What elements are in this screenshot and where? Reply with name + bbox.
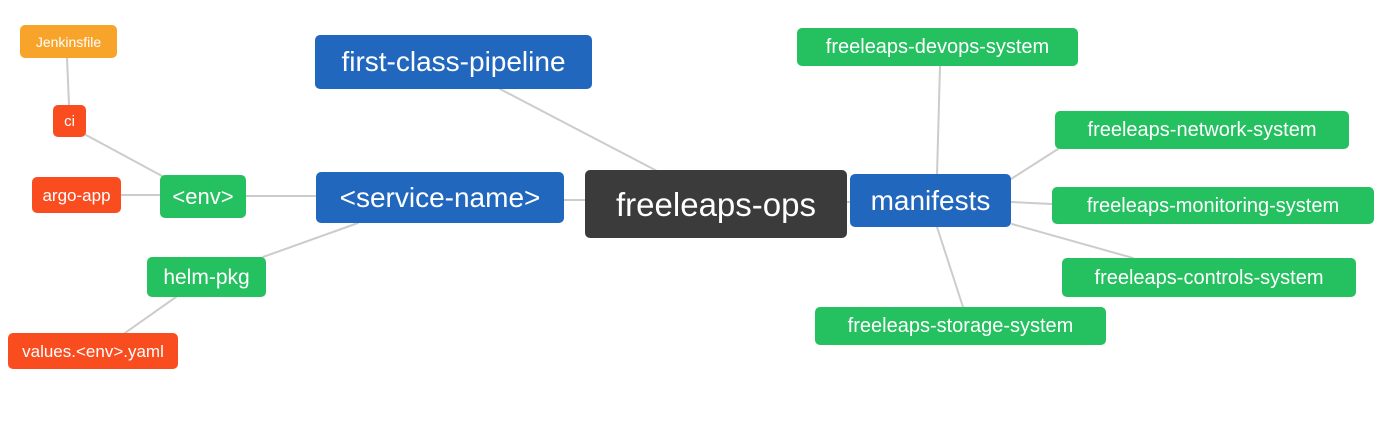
edge-helm-pkg-values-yaml — [124, 296, 177, 334]
edge-manifests-network — [1010, 148, 1059, 180]
node-helm-pkg[interactable]: helm-pkg — [147, 257, 266, 297]
node-argo-app[interactable]: argo-app — [32, 177, 121, 213]
edge-manifests-monitoring — [1010, 201, 1053, 205]
edge-manifests-devops — [936, 65, 941, 176]
node-service-name[interactable]: <service-name> — [316, 172, 564, 223]
node-freeleaps-storage-system[interactable]: freeleaps-storage-system — [815, 307, 1106, 345]
edge-manifests-controls — [1011, 223, 1134, 259]
node-root-freeleaps-ops[interactable]: freeleaps-ops — [585, 170, 847, 238]
edge-service-name-helm-pkg — [262, 222, 359, 258]
node-first-class-pipeline[interactable]: first-class-pipeline — [315, 35, 592, 89]
node-ci[interactable]: ci — [53, 105, 86, 137]
edge-ci-env — [85, 134, 163, 177]
node-jenkinsfile[interactable]: Jenkinsfile — [20, 25, 117, 58]
edge-manifests-storage — [936, 226, 964, 308]
node-manifests[interactable]: manifests — [850, 174, 1011, 227]
node-freeleaps-devops-system[interactable]: freeleaps-devops-system — [797, 28, 1078, 66]
node-freeleaps-network-system[interactable]: freeleaps-network-system — [1055, 111, 1349, 149]
node-freeleaps-monitoring-system[interactable]: freeleaps-monitoring-system — [1052, 187, 1374, 224]
edge-pipeline-root — [499, 88, 658, 172]
node-values-env-yaml[interactable]: values.<env>.yaml — [8, 333, 178, 369]
edge-jenkinsfile-ci — [66, 57, 70, 106]
node-freeleaps-controls-system[interactable]: freeleaps-controls-system — [1062, 258, 1356, 297]
node-env[interactable]: <env> — [160, 175, 246, 218]
